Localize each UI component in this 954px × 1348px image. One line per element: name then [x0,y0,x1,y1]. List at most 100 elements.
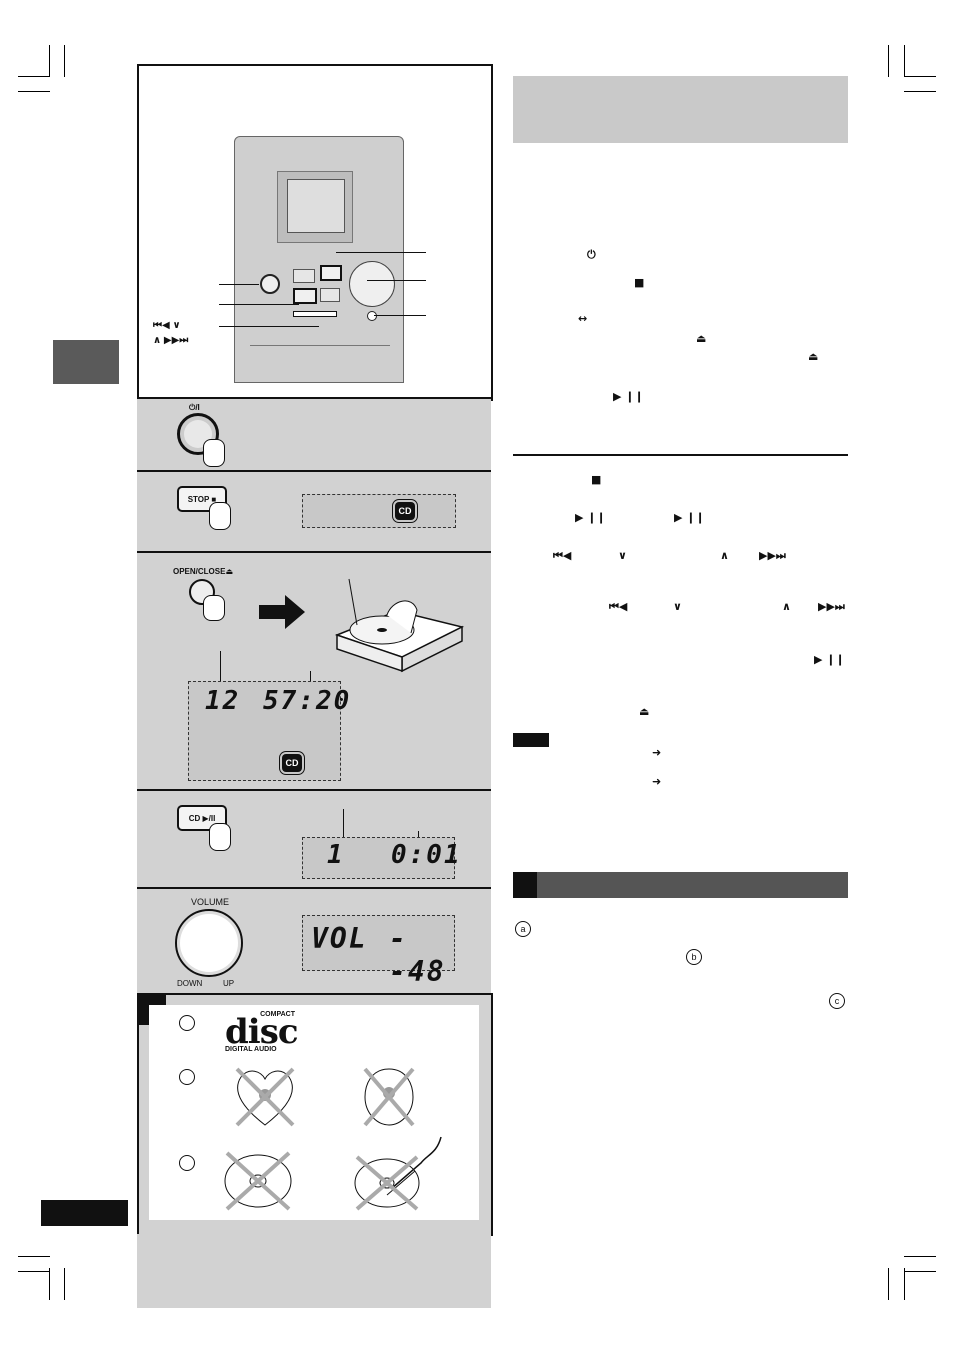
skip-back-icon: ⏮◀ [553,549,572,562]
marker-circle [179,1155,195,1171]
note-badge [513,733,549,747]
arrow-right-icon: ➜ [652,746,662,759]
play-pause-icon: ▶ ❙❙ [613,390,644,403]
hand-icon [209,502,231,530]
title-box [513,76,848,143]
current-time-readout: 0:01 [391,840,462,870]
crop-mark [904,76,936,77]
unit-illustration-box: ⏮◀ ∨ ∧ ▶▶⏭ [137,64,493,401]
crop-mark [888,1268,889,1300]
marker-b: b [686,949,702,965]
volume-knob [175,909,243,977]
marker-circle [179,1015,195,1031]
hand-icon [203,595,225,621]
step-panel-volume: VOLUME DOWN UP VOL --48 [137,887,491,995]
volume-down-label: DOWN [177,979,203,988]
crop-mark [904,1268,905,1300]
compact-disc-logo: COMPACT disc DIGITAL AUDIO [225,1011,299,1053]
open-close-label: OPEN/CLOSE⏏ [173,567,234,576]
tray-slot [250,345,390,346]
step-panel-stop: STOP ■ CD [137,470,491,553]
stop-icon: ■ [634,276,645,289]
button-cell [293,269,315,283]
heart-disc-icon [233,1065,297,1134]
crop-mark [904,1256,936,1257]
stereo-unit [234,136,404,383]
vol-label-readout: VOL [311,922,368,955]
chevron-up-icon: ∧ [782,600,791,613]
skip-buttons [293,311,337,317]
disc-section: COMPACT disc DIGITAL AUDIO [137,993,493,1236]
marker-a: a [515,921,531,937]
total-time-readout: 57:20 [263,686,352,716]
crop-mark [18,1271,50,1272]
crop-mark [49,45,50,77]
step-panel-play: CD ▶/II 1 0:01 [137,789,491,889]
power-knob [260,274,280,294]
left-column-footer [137,1234,491,1308]
play-pause-icon: ▶ ❙❙ [575,511,606,524]
page-number-tab [41,1200,128,1226]
crop-mark [64,45,65,77]
power-icon: ⏻ [587,248,596,261]
play-pause-icon: ▶ ❙❙ [674,511,705,524]
leader-line [220,651,221,685]
crop-mark [904,45,905,77]
display-screen [287,179,345,233]
disc-tray-illustration [327,575,467,680]
side-tab [53,340,119,384]
total-tracks-readout: 12 [205,686,241,716]
current-track-readout: 1 [327,840,345,870]
step-panel-open-close: OPEN/CLOSE⏏ 12 57:20 CD [137,551,491,791]
display-play: 1 0:01 [302,837,460,879]
logo-bottom-text: DIGITAL AUDIO [225,1046,277,1053]
display-volume: VOL --48 [302,915,455,988]
leader-line [310,671,311,685]
marker-c: c [829,993,845,1009]
headphone-jack [367,311,377,321]
vol-value-readout: --48 [389,922,446,988]
volume-up-label: UP [223,979,235,988]
crop-mark [904,1271,936,1272]
crop-mark [49,1268,50,1300]
odd-shaped-disc-icon [361,1065,417,1134]
touched-disc-icon [351,1135,447,1216]
leader-line [219,304,299,305]
crop-mark [18,76,50,77]
button-cell [320,288,340,302]
chevron-down-icon: ∨ [673,600,682,613]
hand-icon [209,823,231,851]
logo-top-text: COMPACT [260,1011,295,1018]
eject-icon: ⏏ [639,705,650,718]
leader-line [374,315,426,316]
power-button-label: ⏻/I [189,403,200,412]
display-stop: CD [302,494,456,528]
leader-line [343,809,344,845]
arrow-right-icon: ➜ [652,775,662,788]
step-panel-power: ⏻/I [137,397,491,472]
crop-mark [888,45,889,77]
skip-forward-icon: ▶▶⏭ [759,549,786,562]
leader-line [367,280,426,281]
disc-info-card [149,1005,479,1220]
hand-icon [203,439,225,467]
stop-icon: ■ [591,473,602,486]
crop-mark [18,1256,50,1257]
section-header-bar [513,872,848,898]
marker-circle [179,1069,195,1085]
skip-forward-icon: ▶▶⏭ [818,600,845,613]
power-button [177,413,219,455]
unit-label-skip-left: ⏮◀ ∨ [153,320,181,331]
eject-icon: ⏏ [696,332,707,345]
section-header-marker [513,872,537,898]
leader-line [336,252,426,253]
button-cell [293,288,317,304]
play-pause-icon: ▶ ❙❙ [814,653,845,666]
section-divider [513,454,848,456]
volume-label: VOLUME [191,897,230,907]
logo-main-text: disc [225,1012,299,1052]
skip-back-icon: ⏮◀ [609,600,628,613]
volume-dial [349,261,395,307]
leader-line [219,326,319,327]
chevron-down-icon: ∨ [618,549,627,562]
